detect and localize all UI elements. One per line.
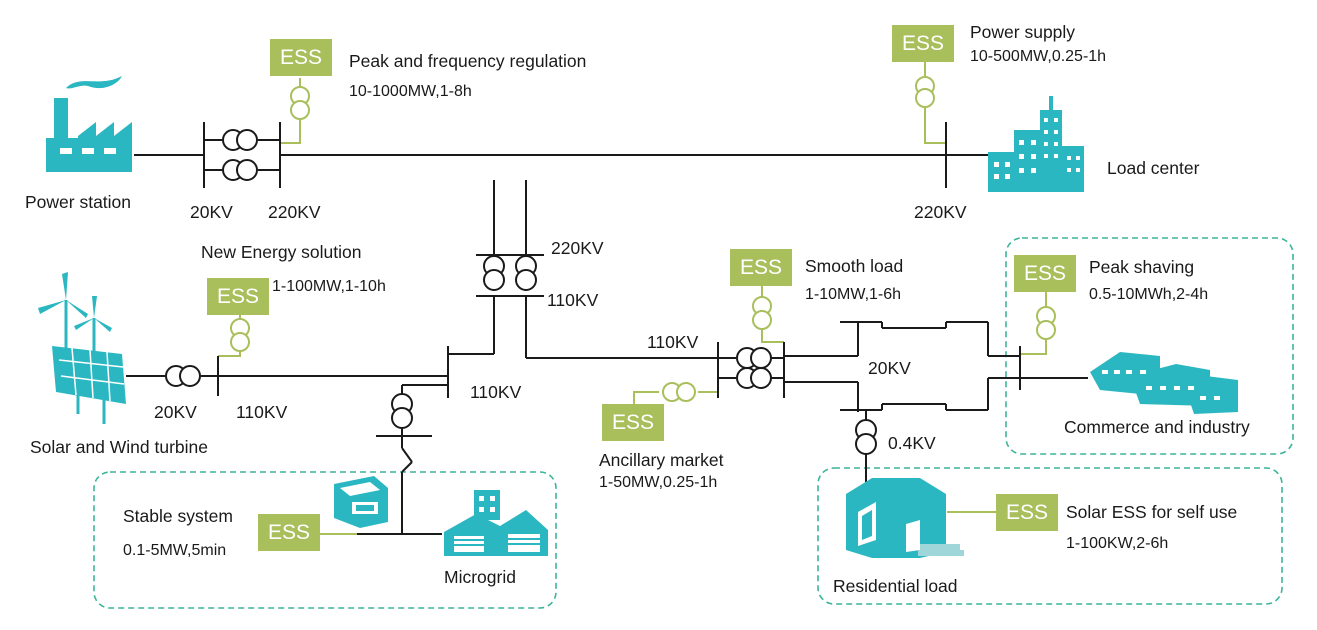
residential-load-icon	[846, 478, 964, 558]
bus-110kv-solar-label: 110KV	[236, 402, 288, 422]
ess-stable-system: ESS	[258, 514, 320, 551]
stable-system-value: 0.1-5MW,5min	[123, 542, 227, 559]
ancillary-market-title: Ancillary market	[599, 450, 724, 470]
bus-04kv-label: 0.4KV	[888, 433, 936, 453]
solar-wind-icon	[38, 272, 126, 424]
ancillary-market-value: 1-50MW,0.25-1h	[599, 474, 718, 491]
ess-solar-self-use: ESS	[996, 494, 1058, 531]
transformers	[165, 129, 877, 455]
solar-wind-label: Solar and Wind turbine	[30, 437, 209, 457]
microgrid-group-box	[93, 471, 557, 609]
residential-group-box	[817, 467, 1283, 605]
solar-ess-title: Solar ESS for self use	[1066, 502, 1238, 522]
ess-ancillary-market: ESS	[602, 404, 664, 441]
load-center-label: Load center	[1107, 158, 1200, 178]
ess-peak-shaving: ESS	[1014, 255, 1076, 292]
bus-110kv-left-label: 110KV	[470, 382, 522, 402]
commerce-group-box	[1005, 237, 1294, 455]
bus-20kv-solar-label: 20KV	[154, 402, 197, 422]
substation-220kv-label: 220KV	[551, 238, 604, 258]
power-supply-title: Power supply	[970, 22, 1076, 42]
new-energy-value: 1-100MW,1-10h	[272, 278, 386, 295]
substation-110kv-label: 110KV	[547, 290, 599, 310]
power-station-icon	[46, 76, 132, 172]
stable-system-title: Stable system	[123, 506, 233, 526]
bus-110kv-right-label: 110KV	[647, 332, 699, 352]
commerce-industry-icon	[1090, 352, 1238, 414]
residential-load-label: Residential load	[833, 576, 958, 596]
ess-peak-frequency: ESS	[270, 39, 332, 76]
ess-transformers	[230, 76, 1056, 402]
microgrid-label: Microgrid	[444, 567, 516, 587]
battery-cabinet-icon	[334, 476, 388, 528]
smooth-load-title: Smooth load	[805, 256, 904, 276]
peak-shaving-value: 0.5-10MWh,2-4h	[1089, 286, 1209, 303]
peak-frequency-value: 10-1000MW,1-8h	[349, 83, 472, 100]
bus-20kv-label: 20KV	[190, 202, 233, 222]
peak-shaving-title: Peak shaving	[1089, 257, 1195, 277]
bus-20kv-distribution-label: 20KV	[868, 358, 911, 378]
grid-lines	[126, 122, 1088, 535]
microgrid-icon	[444, 490, 548, 556]
bus-220kv-load-label: 220KV	[914, 202, 967, 222]
smooth-load-value: 1-10MW,1-6h	[805, 286, 902, 303]
bus-220kv-label: 220KV	[268, 202, 321, 222]
ess-smooth-load: ESS	[730, 249, 792, 286]
commerce-industry-label: Commerce and industry	[1064, 417, 1250, 437]
solar-ess-value: 1-100KW,2-6h	[1066, 535, 1169, 552]
ess-power-supply: ESS	[892, 25, 954, 62]
power-station-label: Power station	[25, 192, 132, 212]
ess-new-energy: ESS	[207, 278, 269, 315]
load-center-icon	[988, 96, 1084, 192]
peak-frequency-title: Peak and frequency regulation	[349, 51, 587, 71]
new-energy-title: New Energy solution	[201, 242, 362, 262]
power-supply-value: 10-500MW,0.25-1h	[970, 48, 1107, 65]
